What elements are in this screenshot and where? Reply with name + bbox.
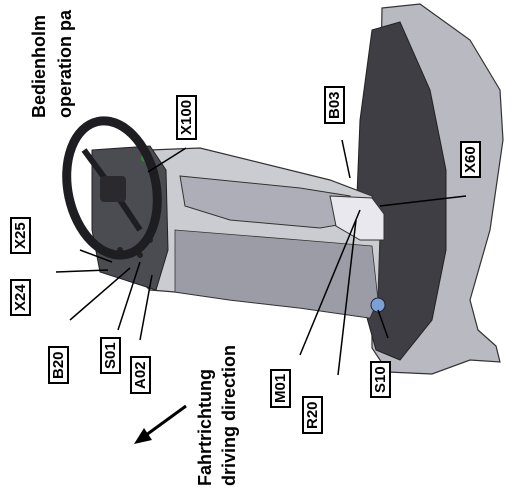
body-shadow [174,229,379,319]
heading-bedienholm: Bedienholm [29,14,49,118]
label-B03: B03 [324,86,345,124]
label-M01: M01 [270,368,291,408]
label-S10: S10 [370,361,391,398]
direction-arrow [141,404,187,440]
knob-S10 [370,297,386,313]
label-R20: R20 [302,396,323,434]
steering-wheel [62,116,162,260]
label-A02: A02 [130,356,151,394]
label-X60: X60 [460,141,481,178]
label-S01: S01 [100,337,121,374]
label-B20: B20 [48,346,69,384]
direction-text-en: driving direction [219,344,239,486]
label-X25: X25 [10,217,31,254]
direction-text-de: Fahrtrichtung [195,369,215,486]
label-X24: X24 [10,279,31,316]
heading-operation-panel: operation pa [55,9,75,118]
label-X100: X100 [176,94,197,140]
